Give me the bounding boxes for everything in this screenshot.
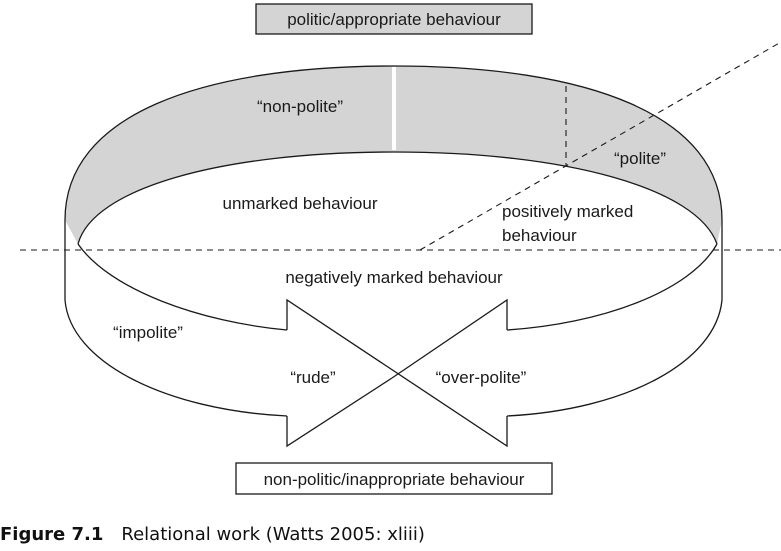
- left-arrow-lower: [286, 377, 393, 448]
- dashed-lines: [20, 41, 781, 251]
- band-inner-rim: [77, 151, 718, 245]
- label-impolite: “impolite”: [113, 323, 183, 342]
- label-positively-marked-2: behaviour: [502, 226, 577, 245]
- top-box-frame: [255, 3, 533, 35]
- band-front-top-left: [77, 243, 288, 331]
- figure-caption: Figure 7.1 Relational work (Watts 2005: x…: [0, 524, 425, 545]
- band-front-bottom-left: [64, 299, 288, 417]
- bottom-box: non-politic/inappropriate behaviour: [235, 462, 553, 495]
- bottom-box-label: non-politic/inappropriate behaviour: [264, 470, 525, 489]
- label-polite: “polite”: [614, 149, 666, 168]
- label-non-polite: “non-polite”: [257, 97, 343, 116]
- top-box: politic/appropriate behaviour: [255, 3, 533, 35]
- label-positively-marked-1: positively marked: [502, 202, 633, 221]
- label-rude: “rude”: [290, 368, 336, 387]
- band-inner-wall-shaded: [65, 66, 722, 244]
- figure-number: Figure 7.1: [0, 524, 104, 545]
- right-arrowhead: [391, 298, 508, 379]
- relational-work-diagram: politic/appropriate behaviour: [20, 3, 781, 495]
- band-outer-rim: [64, 65, 723, 221]
- left-arrowhead: [286, 298, 508, 448]
- diagonal-dashed-line: [419, 41, 781, 251]
- figure-caption-text: Relational work (Watts 2005: xliii): [121, 524, 425, 545]
- band-outer-wall: [65, 220, 392, 446]
- bottom-box-frame: [235, 462, 553, 495]
- label-negatively-marked: negatively marked behaviour: [285, 268, 503, 287]
- band-outline: [64, 65, 723, 417]
- label-unmarked: unmarked behaviour: [223, 194, 378, 213]
- crossed-arrowheads: [286, 298, 508, 448]
- label-over-polite: “over-polite”: [436, 368, 527, 387]
- band-front-top-right: [506, 243, 718, 331]
- band-front-bottom-right: [506, 299, 723, 417]
- top-box-label: politic/appropriate behaviour: [287, 10, 501, 29]
